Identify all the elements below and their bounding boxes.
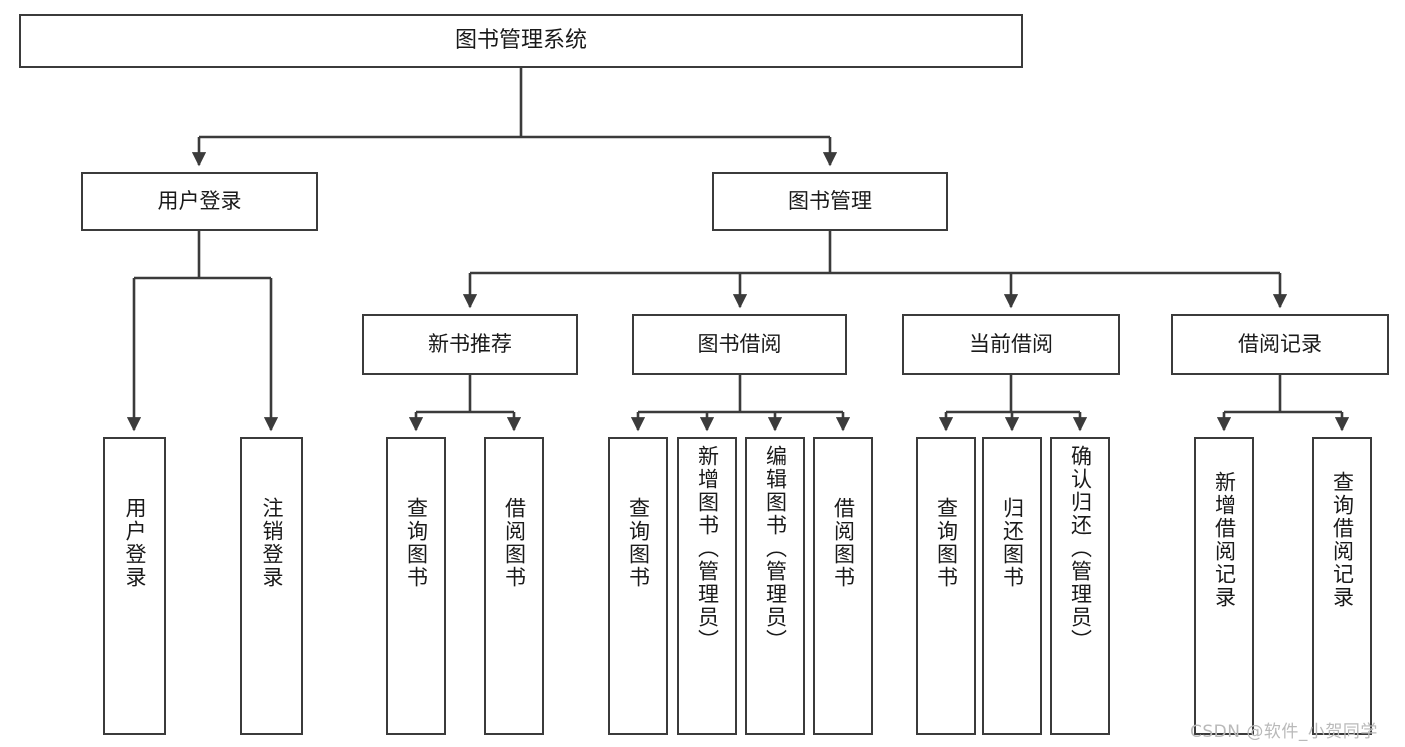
- node-root[interactable]: 图书管理系统: [19, 14, 1023, 68]
- node-new-book-recommend[interactable]: 新书推荐: [362, 314, 578, 375]
- leaf-borrow-book-2-label: 借阅图书: [831, 497, 856, 589]
- leaf-add-record-label: 新增借阅记录: [1212, 471, 1237, 609]
- leaf-logout[interactable]: 注销登录: [240, 437, 303, 735]
- leaf-user-login-label: 用户登录: [123, 497, 147, 589]
- leaf-query-record[interactable]: 查询借阅记录: [1312, 437, 1372, 735]
- node-book-borrow[interactable]: 图书借阅: [632, 314, 847, 375]
- leaf-return-book-label: 归还图书: [1000, 497, 1025, 589]
- leaf-add-record[interactable]: 新增借阅记录: [1194, 437, 1254, 735]
- leaf-query-record-label: 查询借阅记录: [1330, 471, 1355, 609]
- node-borrow-record[interactable]: 借阅记录: [1171, 314, 1389, 375]
- leaf-confirm-return[interactable]: 确认归还（管理员）: [1050, 437, 1110, 735]
- node-root-label: 图书管理系统: [454, 28, 587, 54]
- leaf-query-book-2-label: 查询图书: [626, 497, 651, 589]
- csdn-watermark: CSDN @软件_小贺同学: [1190, 722, 1378, 742]
- node-book-manage[interactable]: 图书管理: [712, 172, 948, 231]
- leaf-query-book-1[interactable]: 查询图书: [386, 437, 446, 735]
- node-new-book-recommend-label: 新书推荐: [428, 332, 512, 357]
- node-current-borrow-label: 当前借阅: [969, 332, 1053, 357]
- leaf-query-book-3[interactable]: 查询图书: [916, 437, 976, 735]
- leaf-logout-label: 注销登录: [260, 497, 284, 589]
- leaf-query-book-1-label: 查询图书: [404, 497, 429, 589]
- node-current-borrow[interactable]: 当前借阅: [902, 314, 1120, 375]
- leaf-add-book[interactable]: 新增图书（管理员）: [677, 437, 737, 735]
- leaf-query-book-2[interactable]: 查询图书: [608, 437, 668, 735]
- node-borrow-record-label: 借阅记录: [1238, 332, 1322, 357]
- leaf-confirm-return-label: 确认归还（管理员）: [1068, 445, 1093, 652]
- leaf-borrow-book-1-label: 借阅图书: [502, 497, 527, 589]
- node-book-manage-label: 图书管理: [788, 189, 872, 214]
- leaf-user-login[interactable]: 用户登录: [103, 437, 166, 735]
- leaf-borrow-book-2[interactable]: 借阅图书: [813, 437, 873, 735]
- leaf-query-book-3-label: 查询图书: [934, 497, 959, 589]
- node-user-login[interactable]: 用户登录: [81, 172, 318, 231]
- leaf-borrow-book-1[interactable]: 借阅图书: [484, 437, 544, 735]
- node-book-borrow-label: 图书借阅: [697, 332, 782, 357]
- leaf-edit-book-label: 编辑图书（管理员）: [763, 445, 788, 652]
- leaf-edit-book[interactable]: 编辑图书（管理员）: [745, 437, 805, 735]
- node-user-login-label: 用户登录: [157, 189, 242, 214]
- leaf-add-book-label: 新增图书（管理员）: [695, 445, 720, 652]
- leaf-return-book[interactable]: 归还图书: [982, 437, 1042, 735]
